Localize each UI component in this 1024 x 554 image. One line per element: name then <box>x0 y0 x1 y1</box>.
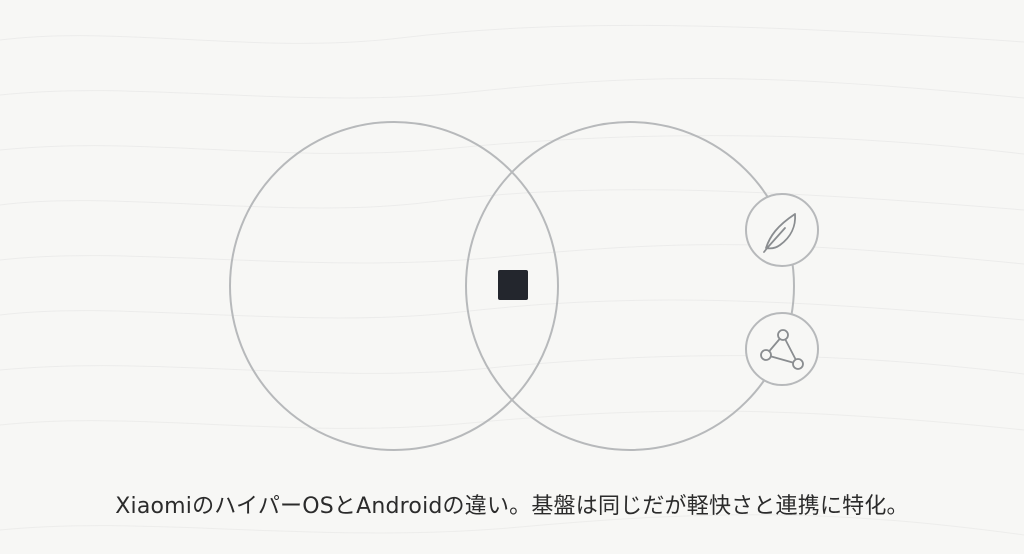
left-circle <box>229 121 559 451</box>
feather-icon-badge[interactable] <box>745 193 819 267</box>
feather-icon-circle <box>745 193 819 267</box>
network-triangle-icon <box>760 329 804 370</box>
core-square <box>498 270 528 300</box>
network-triangle-icon-circle <box>745 312 819 386</box>
caption: XiaomiのハイパーOSとAndroidの違い。基盤は同じだが軽快さと連携に特… <box>115 494 909 519</box>
feather-icon <box>763 213 796 253</box>
right-circle <box>465 121 795 451</box>
network-triangle-badge[interactable] <box>745 312 819 386</box>
